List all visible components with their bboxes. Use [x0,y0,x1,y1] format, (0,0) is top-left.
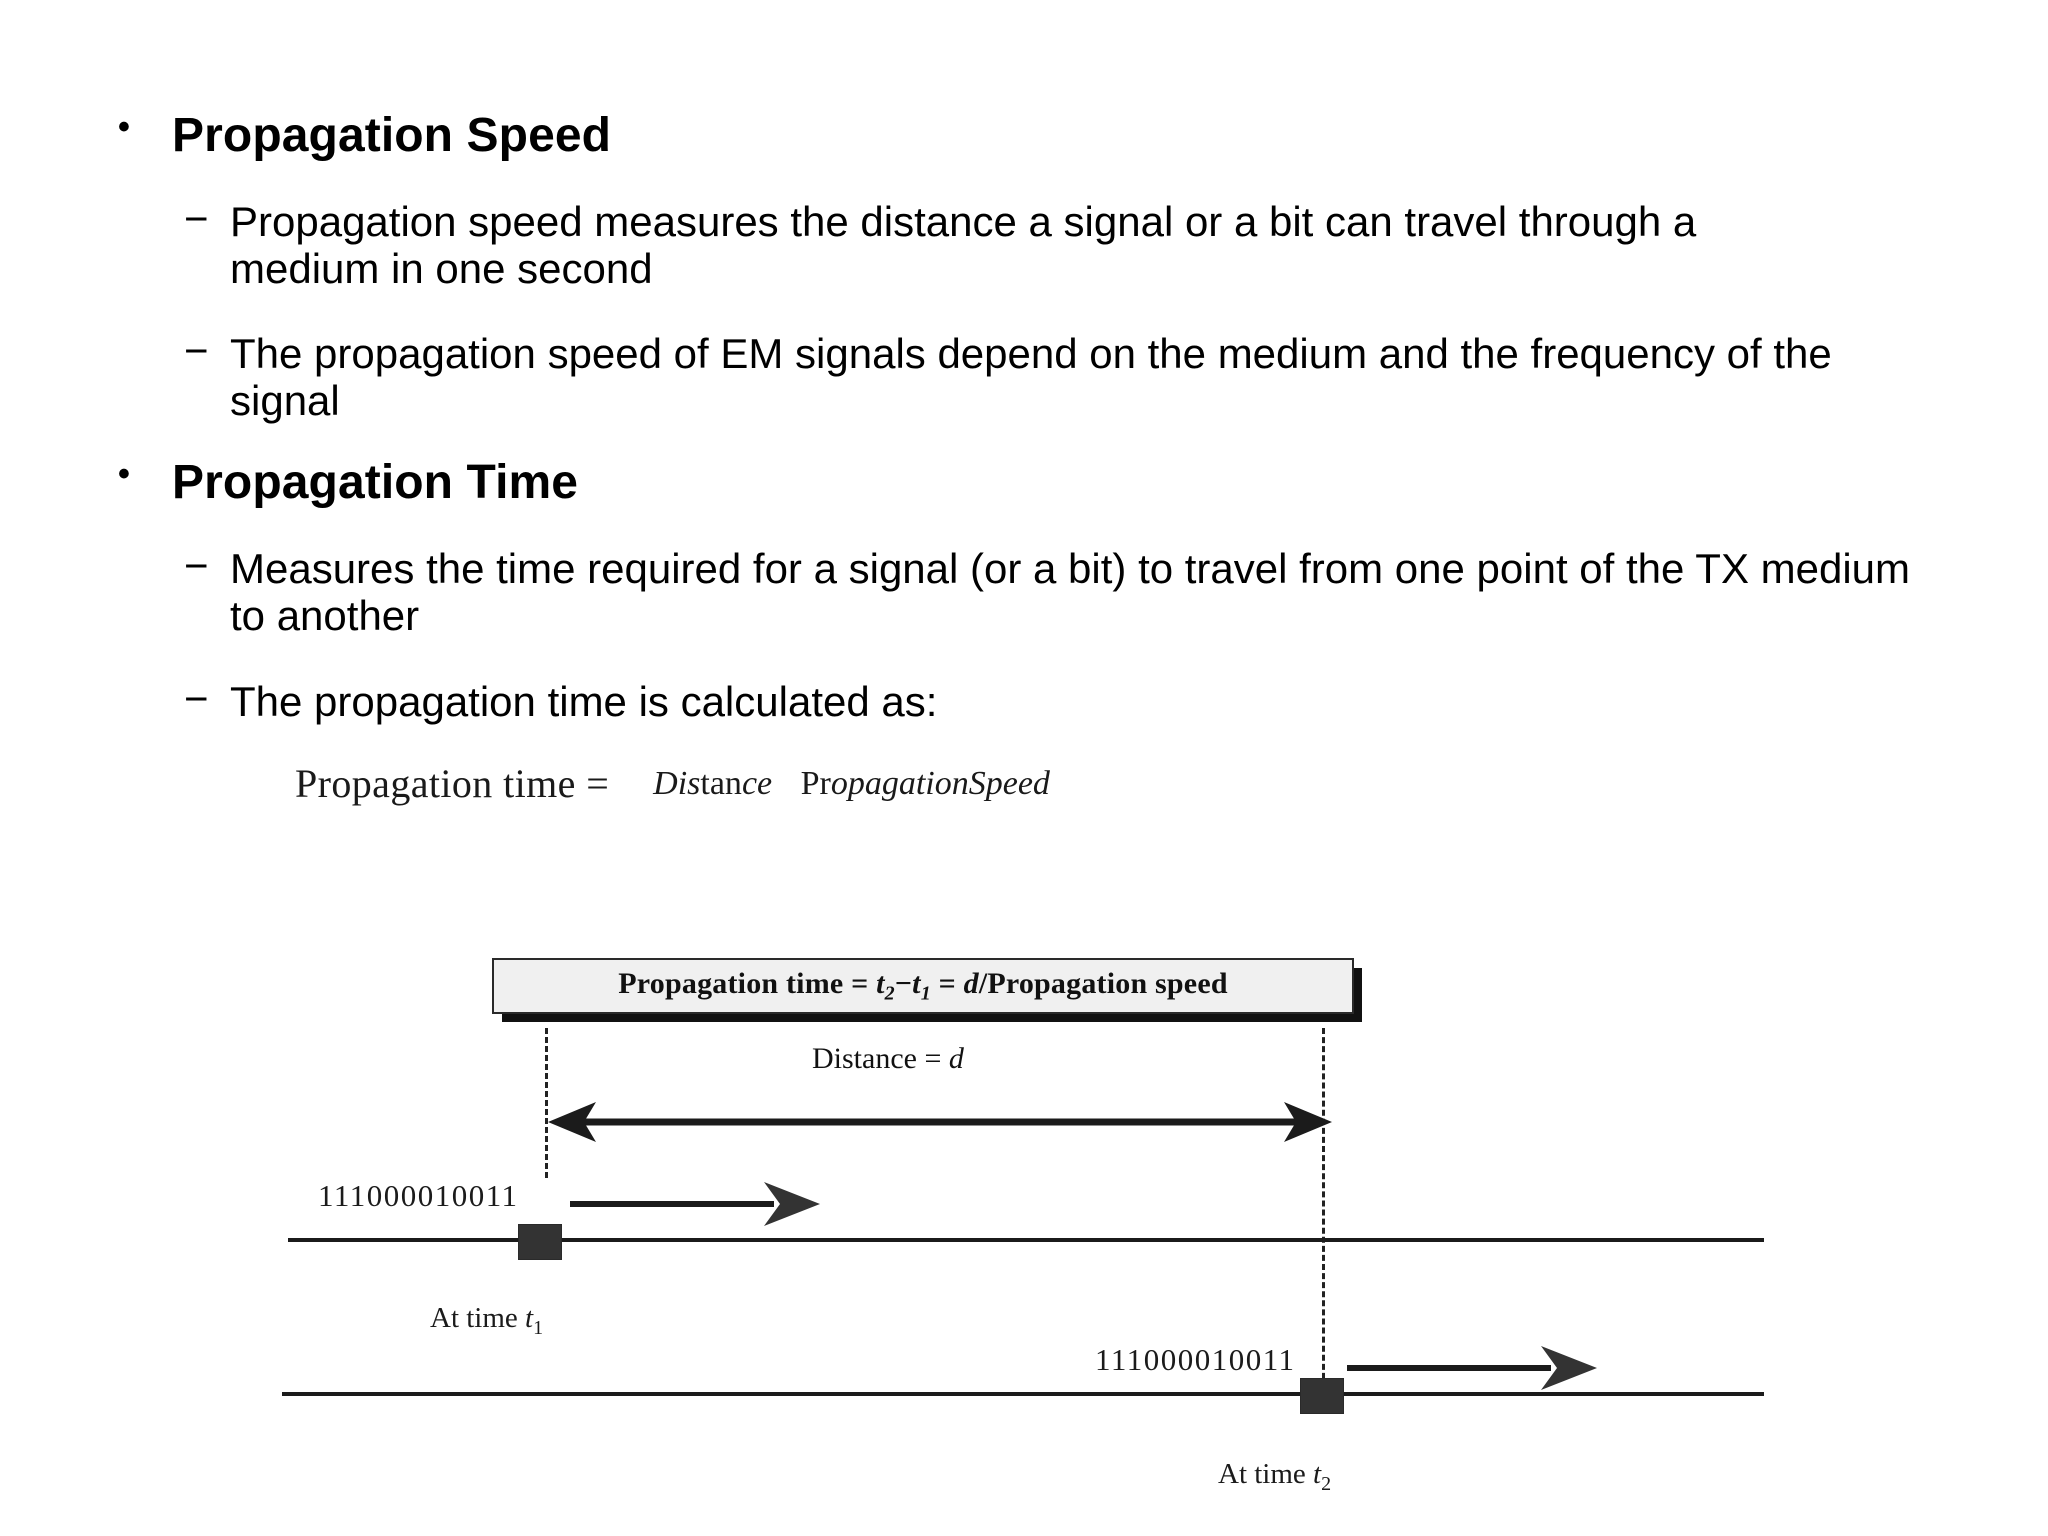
signal-direction-arrow-top [570,1182,820,1226]
equation-left-hand-side: Propagation time = [295,761,610,806]
bullet-propagation-time-formula-intro: − The propagation time is calculated as: [172,675,1672,726]
bit-block-at-t2 [1300,1378,1344,1414]
callout-t2: t [876,966,885,1000]
dashed-guide-t2 [1322,1028,1325,1388]
callout-minus: − [894,966,913,1000]
time-label-t2-subscript: 2 [1321,1473,1332,1495]
equation-numerator: Distance [643,765,782,807]
time-label-t2-prefix: At time [1218,1458,1314,1490]
bullet-propagation-time-formula-intro-label: The propagation time is calculated as: [230,678,938,725]
callout-d: d [963,966,979,1000]
time-label-t1-symbol: t [525,1302,534,1334]
time-label-t1-subscript: 1 [533,1317,544,1339]
bullet-propagation-time-definition-label: Measures the time required for a signal … [230,545,1910,640]
time-label-t1-prefix: At time [430,1302,526,1334]
callout-equals: = [930,966,964,1000]
time-label-t1: At time t1 [430,1302,543,1340]
bullet-propagation-speed-label: Propagation Speed [172,109,612,162]
bullet-em-signal-dependency: − The propagation speed of EM signals de… [172,327,1892,425]
callout-t1: t [912,966,921,1000]
distance-label-symbol: d [948,1042,964,1075]
bullet-em-signal-dependency-label: The propagation speed of EM signals depe… [230,330,1832,425]
distance-double-arrow [548,1102,1332,1142]
equation-denominator-italic: opagationSpeed [830,764,1050,802]
bullet-marker-dash: − [184,327,209,374]
bullet-propagation-time: • Propagation Time [100,457,578,509]
bullet-marker-dash: − [184,675,209,722]
equation-numerator-roman: tan [700,764,742,802]
propagation-time-callout-box: Propagation time = t2−t1 = d/Propagation… [492,958,1354,1014]
equation-denominator-roman: Pr [800,764,831,802]
time-label-t2-symbol: t [1313,1458,1322,1490]
bullet-marker-dash: − [184,542,209,589]
distance-label-prefix: Distance = [812,1042,949,1075]
equation-fraction: Distance PropagationSpeed [643,765,1060,803]
signal-direction-arrow-bottom [1347,1346,1597,1390]
callout-prefix: Propagation time = [618,966,877,1000]
callout-t2-subscript: 2 [884,982,895,1005]
binary-string-bottom: 111000010011 [1095,1342,1296,1377]
bullet-marker-dot: • [118,108,131,146]
callout-suffix: /Propagation speed [978,966,1228,1000]
dashed-guide-t1 [545,1028,548,1178]
bullet-marker-dash: − [184,195,209,242]
distance-label: Distance = d [812,1042,964,1076]
equation-numerator-italic-tail: ce [741,764,773,802]
callout-t1-subscript: 1 [920,982,931,1005]
transmission-medium-line-bottom [282,1392,1764,1396]
bullet-propagation-time-label: Propagation Time [172,456,579,509]
equation-denominator: PropagationSpeed [791,760,1060,802]
bullet-propagation-speed: • Propagation Speed [100,110,611,162]
propagation-time-diagram: Propagation time = t2−t1 = d/Propagation… [0,930,2048,1495]
binary-string-top: 111000010011 [318,1178,519,1213]
bullet-marker-dot: • [118,455,131,493]
time-label-t2: At time t2 [1218,1458,1331,1496]
bullet-propagation-speed-definition: − Propagation speed measures the distanc… [172,195,1852,293]
bit-block-at-t1 [518,1224,562,1260]
equation-numerator-italic: Dis [653,764,701,802]
bullet-propagation-time-definition: − Measures the time required for a signa… [172,542,1952,640]
propagation-time-equation: Propagation time = Distance PropagationS… [295,760,1060,807]
transmission-medium-line-top [288,1238,1764,1242]
propagation-time-callout-text: Propagation time = t2−t1 = d/Propagation… [618,967,1227,1005]
bullet-propagation-speed-definition-label: Propagation speed measures the distance … [230,198,1697,293]
